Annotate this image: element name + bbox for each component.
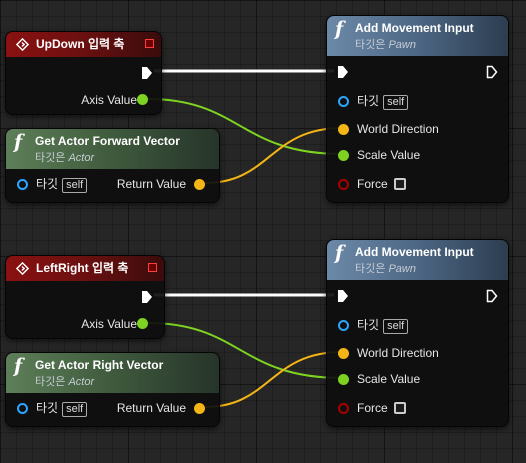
self-default-value[interactable]: self (62, 178, 88, 193)
scale-value-label: Scale Value (357, 148, 421, 162)
node-title: Add Movement Input (355, 245, 474, 259)
vector-wire (204, 127, 343, 184)
function-f-icon: f (14, 355, 23, 377)
node-subtitle: 타깃은 Actor (35, 376, 95, 388)
return-value-label: Return Value (116, 177, 186, 191)
self-default-value[interactable]: self (383, 319, 409, 334)
function-f-icon: f (335, 242, 344, 264)
axis-value-row: Axis Value (81, 314, 137, 334)
node-header: f Get Actor Right Vector 타깃은 Actor (6, 353, 219, 393)
node-title: Get Actor Right Vector (35, 358, 164, 372)
target-input-pin[interactable] (338, 96, 349, 107)
scale-value-input-pin[interactable] (338, 150, 349, 161)
node-subtitle: 타깃은 Pawn (355, 263, 416, 275)
node-title: LeftRight 입력 축 (36, 261, 129, 275)
force-input-pin[interactable] (338, 403, 349, 414)
return-value-output-pin[interactable] (194, 179, 205, 190)
target-input-pin[interactable] (17, 179, 28, 190)
node-header: f Get Actor Forward Vector 타깃은 Actor (6, 129, 219, 169)
node-subtitle: 타깃은 Actor (35, 152, 95, 164)
force-label: Force (357, 177, 388, 191)
event-diamond-icon (15, 37, 30, 52)
node-header: f Add Movement Input 타깃은 Pawn (327, 16, 508, 56)
delegate-square-icon[interactable] (148, 263, 157, 272)
function-f-icon: f (335, 18, 344, 40)
scale-value-row: Scale Value (357, 145, 420, 165)
vector-wire (204, 351, 343, 408)
exec-input-pin[interactable] (337, 289, 349, 308)
event-diamond-icon (15, 261, 30, 276)
force-row: Force (357, 398, 406, 418)
self-default-value[interactable]: self (62, 402, 88, 417)
target-input-pin[interactable] (17, 403, 28, 414)
target-label: 타깃 (36, 177, 59, 191)
force-label: Force (357, 401, 388, 415)
target-label: 타깃 (357, 318, 380, 332)
node-subtitle: 타깃은 Pawn (355, 39, 416, 51)
exec-output-pin[interactable] (486, 289, 498, 308)
target-label: 타깃 (357, 94, 380, 108)
axis-value-label: Axis Value (81, 317, 137, 331)
scale-value-input-pin[interactable] (338, 374, 349, 385)
target-label: 타깃 (36, 401, 59, 415)
force-checkbox[interactable] (393, 401, 406, 414)
node-header: UpDown 입력 축 (6, 32, 161, 57)
node-title: Get Actor Forward Vector (35, 134, 180, 148)
axis-value-output-pin[interactable] (137, 94, 148, 105)
exec-output-pin[interactable] (486, 65, 498, 84)
target-input-pin[interactable] (338, 320, 349, 331)
node-title: Add Movement Input (355, 21, 474, 35)
force-input-pin[interactable] (338, 179, 349, 190)
delegate-square-icon[interactable] (145, 39, 154, 48)
world-direction-label: World Direction (357, 122, 439, 136)
exec-output-pin[interactable] (141, 290, 153, 309)
return-value-row: Return Value (117, 174, 186, 194)
world-direction-input-pin[interactable] (338, 348, 349, 359)
force-checkbox[interactable] (393, 177, 406, 190)
world-direction-row: World Direction (357, 119, 439, 139)
axis-value-label: Axis Value (81, 93, 137, 107)
axis-value-output-pin[interactable] (137, 318, 148, 329)
node-header: f Add Movement Input 타깃은 Pawn (327, 240, 508, 280)
axis-value-row: Axis Value (81, 90, 137, 110)
return-value-row: Return Value (117, 398, 186, 418)
return-value-label: Return Value (116, 401, 186, 415)
world-direction-input-pin[interactable] (338, 124, 349, 135)
world-direction-label: World Direction (357, 346, 439, 360)
exec-output-pin[interactable] (141, 66, 153, 85)
node-title: UpDown 입력 축 (36, 37, 125, 51)
world-direction-row: World Direction (357, 343, 439, 363)
return-value-output-pin[interactable] (194, 403, 205, 414)
input-axis-event-node[interactable]: UpDown 입력 축 Axis Value (5, 31, 162, 115)
force-row: Force (357, 174, 406, 194)
input-axis-event-node[interactable]: LeftRight 입력 축 Axis Value (5, 255, 165, 339)
node-header: LeftRight 입력 축 (6, 256, 164, 281)
exec-input-pin[interactable] (337, 65, 349, 84)
self-default-value[interactable]: self (383, 95, 409, 110)
function-f-icon: f (14, 131, 23, 153)
scale-value-label: Scale Value (357, 372, 421, 386)
scale-value-row: Scale Value (357, 369, 420, 389)
